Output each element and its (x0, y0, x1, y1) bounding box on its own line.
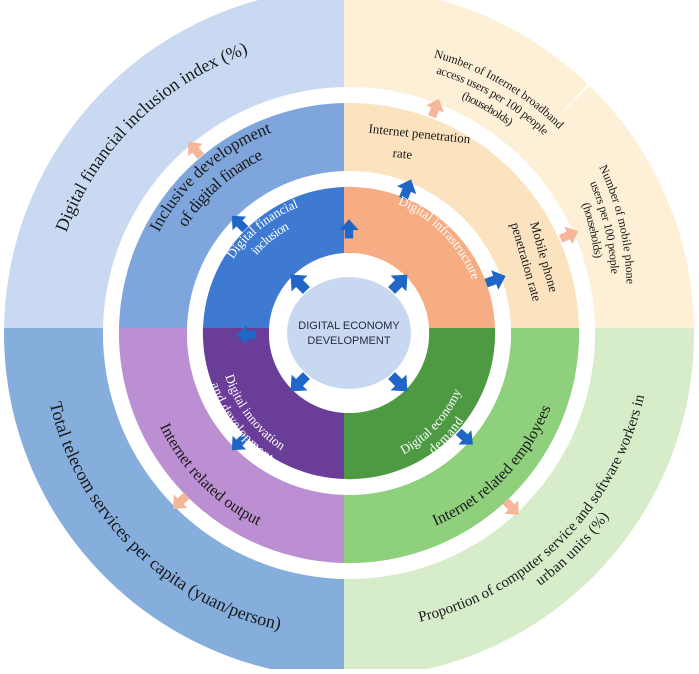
arrow-innovation-to-mid (231, 433, 249, 451)
arrow-center-to-infrastructure (388, 274, 408, 294)
broadband-users-box (344, 0, 588, 157)
financial-mid-ring (118, 102, 355, 339)
innovation-mid-ring (118, 328, 355, 564)
demand-mid-ring (344, 328, 580, 564)
arrow-center-to-financial (290, 274, 310, 294)
arrow-demand-to-outer (502, 498, 519, 515)
arrow-infrastructure-to-mobile (484, 270, 506, 290)
arrow-penetration-to-broadband (426, 98, 444, 119)
innovation-inner-ring (202, 328, 354, 480)
arrow-financial-to-outer (188, 141, 205, 160)
demand-outer-ring (344, 328, 695, 674)
arrow-financial-up (339, 219, 359, 239)
arrows-layer (173, 98, 579, 515)
mobile-penetration-box (466, 175, 580, 338)
arrow-financial-left (236, 325, 256, 345)
center-circle (287, 277, 411, 389)
arrow-center-to-innovation (290, 372, 310, 392)
arrow-center-to-demand (388, 372, 408, 392)
infrastructure-inner-ring (344, 186, 496, 338)
label-internet-penetration-2: rate (392, 145, 413, 162)
arrow-demand-to-mid (455, 428, 473, 445)
center-title-2: DEVELOPMENT (307, 335, 390, 347)
center-title: DIGITAL ECONOMY (298, 320, 400, 332)
internet-penetration-box (344, 102, 518, 225)
financial-outer-ring (3, 0, 354, 338)
arrow-mobile-to-users (558, 226, 579, 245)
telecom-outer-ring (3, 328, 354, 674)
arrow-innovation-to-outer (173, 492, 190, 509)
financial-inner-ring (202, 186, 354, 338)
sectors-layer (3, 0, 695, 674)
arrow-financial-to-mid (231, 215, 249, 233)
arrow-infrastructure-to-penetration (397, 179, 417, 201)
mobile-users-box (519, 85, 695, 338)
demand-inner-ring (344, 328, 496, 480)
